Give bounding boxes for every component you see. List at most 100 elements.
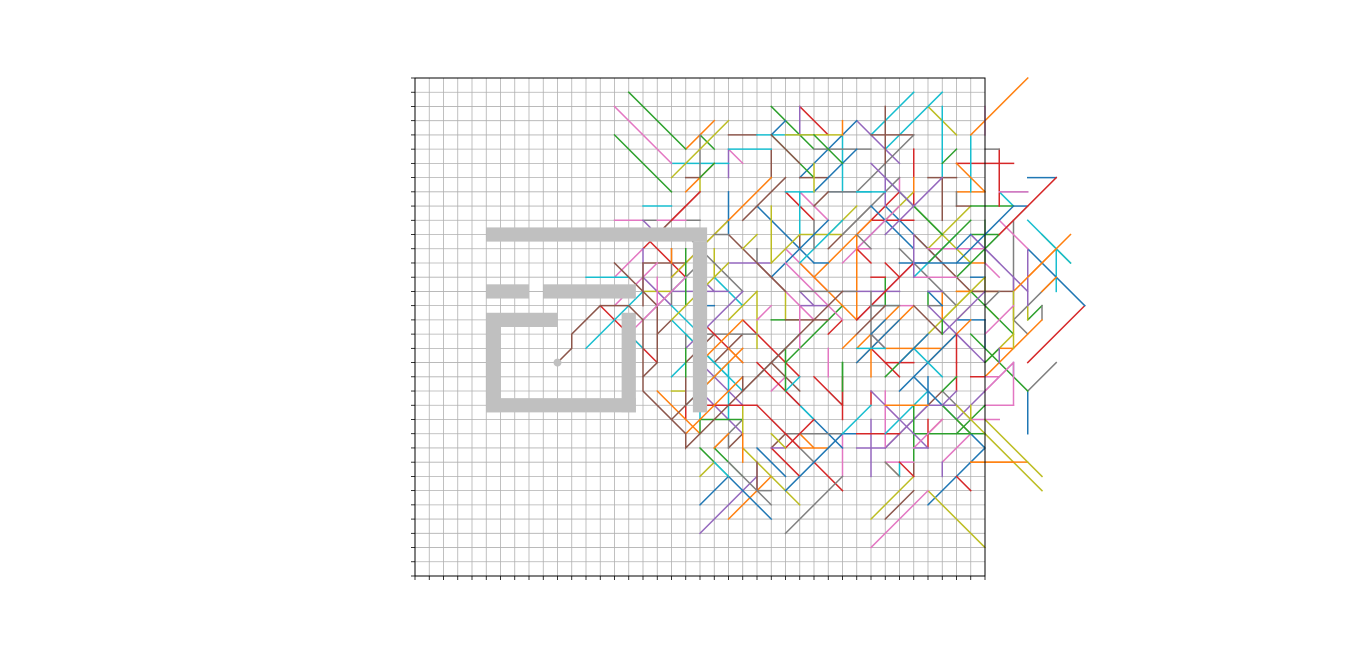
explored-edge xyxy=(798,432,816,450)
explored-edge xyxy=(784,418,816,450)
explored-edge xyxy=(698,162,716,179)
explored-edge xyxy=(770,233,801,265)
explored-edge xyxy=(755,261,787,293)
explored-edge xyxy=(770,446,801,478)
explored-edge xyxy=(983,304,1015,336)
explored-edge xyxy=(812,375,844,407)
explored-edge xyxy=(755,304,773,321)
explored-edge xyxy=(955,162,987,193)
explored-edge xyxy=(741,233,759,250)
explored-edge xyxy=(998,219,1029,250)
explored-edge xyxy=(884,261,901,279)
explored-edge xyxy=(670,190,702,222)
explored-edge xyxy=(713,432,730,450)
explored-edge xyxy=(941,389,958,407)
explored-edge xyxy=(869,489,930,549)
explored-edge xyxy=(584,290,645,350)
wall-block xyxy=(621,312,636,413)
explored-edge xyxy=(841,333,858,350)
explored-edge xyxy=(741,318,801,378)
explored-edge xyxy=(998,190,1015,208)
explored-edge xyxy=(898,333,930,364)
explored-edge xyxy=(698,461,716,478)
explored-edge xyxy=(613,105,673,165)
explored-edge xyxy=(784,304,844,364)
wall-block xyxy=(692,241,708,413)
explored-edge xyxy=(855,233,873,250)
explored-edge xyxy=(941,404,972,435)
explored-edge xyxy=(670,119,730,179)
explored-edge xyxy=(926,204,972,250)
explored-edge xyxy=(884,389,930,435)
explored-edge xyxy=(798,404,816,421)
explored-edge xyxy=(941,148,958,165)
explored-edge xyxy=(727,432,744,450)
explored-edge xyxy=(998,176,1058,236)
explored-edge xyxy=(898,461,915,478)
explored-edge xyxy=(784,375,801,393)
explored-edge xyxy=(884,489,915,521)
explored-edge xyxy=(784,432,844,492)
explored-edge xyxy=(755,404,801,450)
explored-edge xyxy=(727,347,744,364)
wall-block xyxy=(486,398,636,413)
explored-edge xyxy=(926,290,944,307)
explored-edge xyxy=(613,261,659,307)
explored-edge xyxy=(1026,304,1044,321)
explored-edge xyxy=(727,176,773,222)
explored-edge xyxy=(912,347,944,378)
explored-edge xyxy=(955,233,972,250)
explored-edge xyxy=(869,475,915,521)
explored-edge xyxy=(812,190,830,208)
wall-block xyxy=(486,284,529,299)
explored-edge xyxy=(770,432,787,450)
explored-edge xyxy=(912,418,944,450)
explored-edge xyxy=(1026,361,1058,393)
explored-edge xyxy=(869,389,930,450)
planned-path-line xyxy=(556,290,844,450)
explored-edge xyxy=(770,105,816,151)
explored-edge xyxy=(912,304,944,336)
explored-edge xyxy=(884,461,901,478)
explored-edge xyxy=(869,162,915,208)
explored-edge xyxy=(741,176,787,222)
explored-edge xyxy=(755,204,816,265)
explored-edge xyxy=(869,318,887,336)
explored-edge xyxy=(841,404,873,435)
explored-edge xyxy=(812,133,844,165)
explored-edge xyxy=(627,91,687,151)
wall-block xyxy=(486,327,501,413)
explored-edge xyxy=(926,304,972,350)
explored-edge xyxy=(613,133,673,193)
start-point xyxy=(553,358,562,367)
explored-edge xyxy=(869,333,887,350)
explored-edge xyxy=(983,290,1001,307)
explored-edge xyxy=(855,304,887,336)
explored-edge xyxy=(841,204,901,265)
explored-edge xyxy=(741,446,801,506)
explored-edge xyxy=(784,475,844,535)
explored-edge xyxy=(798,219,844,265)
explored-edge xyxy=(983,204,1015,236)
planned-path xyxy=(556,290,844,450)
explored-edge xyxy=(798,105,830,136)
explored-edge xyxy=(1012,318,1029,336)
explored-edge xyxy=(1040,276,1058,293)
explored-edge xyxy=(869,91,915,136)
obstacles xyxy=(486,227,708,413)
explored-edge xyxy=(1026,304,1086,364)
explored-edge xyxy=(641,361,659,378)
explored-edge xyxy=(812,461,844,492)
grid xyxy=(414,77,986,577)
explored-edge xyxy=(926,219,972,265)
explored-edge xyxy=(727,148,744,165)
explored-edges xyxy=(584,76,1086,549)
wall-block xyxy=(486,227,708,242)
explored-edge xyxy=(941,276,987,321)
explored-edge xyxy=(684,375,744,435)
explored-edge xyxy=(698,475,730,506)
wall-block xyxy=(543,284,636,299)
explored-edge xyxy=(656,318,673,336)
explored-edge xyxy=(1026,233,1072,279)
